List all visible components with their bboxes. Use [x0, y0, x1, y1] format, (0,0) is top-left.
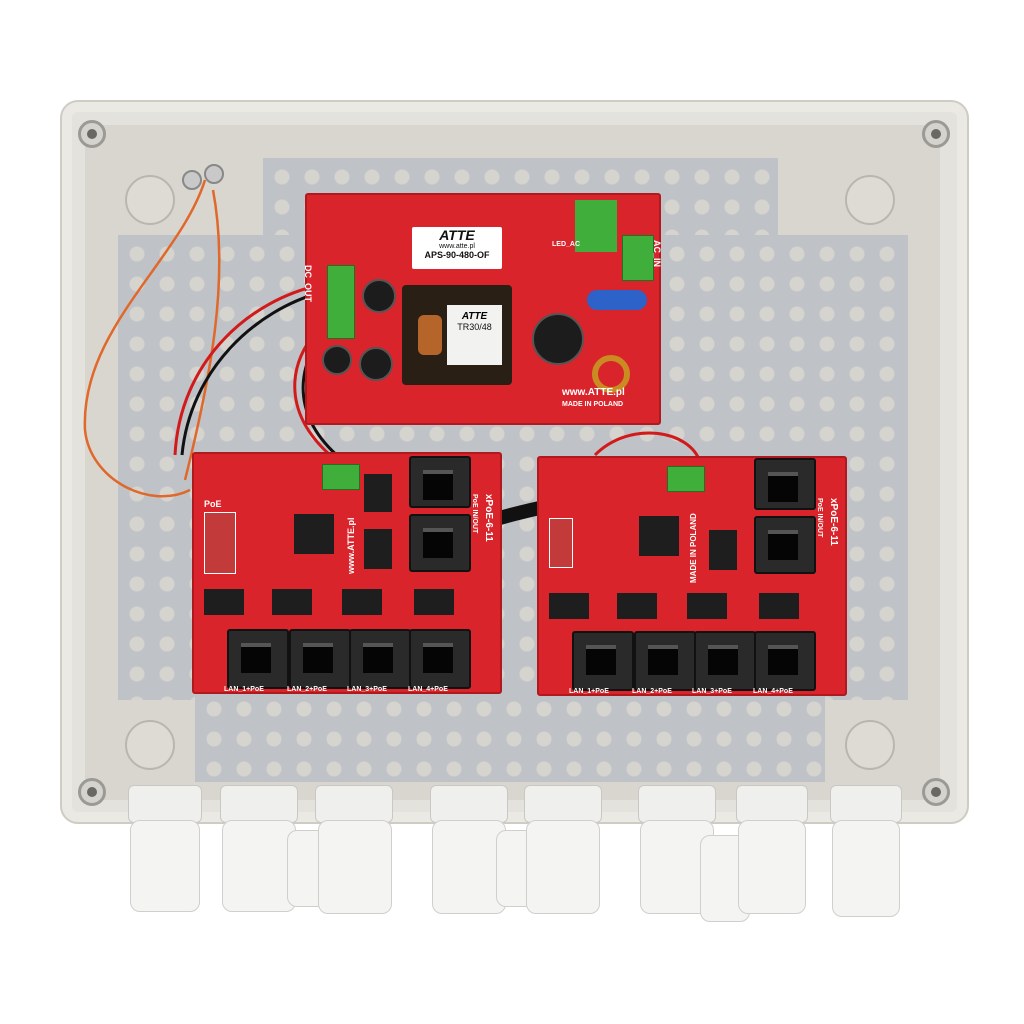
poe-module [617, 593, 657, 619]
switch-website-left: www.ATTE.pl [346, 517, 356, 575]
lan-port-1[interactable] [227, 629, 289, 689]
magnetics [709, 530, 737, 570]
psu-label: ATTE www.atte.pl APS-90-480-OF [412, 227, 502, 269]
poe-module [204, 589, 244, 615]
dc-out-label: DC_OUT [303, 265, 313, 303]
cable-gland [222, 820, 296, 912]
cable-gland [220, 785, 298, 823]
mounting-boss [125, 720, 175, 770]
screw-icon [922, 778, 950, 806]
dip-switch[interactable] [549, 518, 573, 568]
lan-label-3: LAN_3+PoE [347, 686, 387, 693]
psu-board: ATTE www.atte.pl APS-90-480-OF DC_OUT AC… [303, 193, 662, 425]
cable-glands [0, 780, 1024, 930]
lan-label-2: LAN_2+PoE [287, 686, 327, 693]
dc-out-terminal[interactable] [327, 265, 355, 339]
poe-switch-right: xPoE-6-11 PoE IN/OUT MADE IN POLAND LAN_… [537, 456, 847, 696]
poe-out-port[interactable] [409, 514, 471, 572]
poe-out-port[interactable] [754, 516, 816, 574]
cable-gland [526, 820, 600, 914]
dip-label: PoE [204, 499, 222, 509]
cable-gland [524, 785, 602, 823]
switch-name-right: xPoE-6-11 [828, 498, 839, 546]
cable-gland [830, 785, 902, 823]
capacitor [532, 313, 584, 365]
mounting-boss [845, 175, 895, 225]
psu-brand: ATTE [439, 227, 475, 243]
lan-label-2: LAN_2+PoE [632, 688, 672, 695]
transformer-model: TR30/48 [457, 322, 492, 332]
poe-module [414, 589, 454, 615]
switch-chip [294, 514, 334, 554]
poe-in-out-label-right: PoE IN/OUT [816, 498, 823, 538]
poe-in-port[interactable] [754, 458, 816, 510]
ac-in-label: AC_IN [652, 240, 662, 268]
led-ac-label: LED_AC [552, 241, 581, 248]
cable-gland [430, 785, 508, 823]
screw-icon [78, 778, 106, 806]
magnetics [364, 529, 392, 569]
lan-port-2[interactable] [289, 629, 351, 689]
poe-module [687, 593, 727, 619]
mounting-boss [845, 720, 895, 770]
cable-gland [318, 820, 392, 914]
capacitor [322, 345, 352, 375]
lan-port-2[interactable] [634, 631, 696, 691]
lan-port-3[interactable] [349, 629, 411, 689]
psu-made-in: MADE IN POLAND [562, 401, 624, 408]
screw-icon [922, 120, 950, 148]
power-terminal[interactable] [322, 464, 360, 490]
psu-website-small: www.atte.pl [439, 243, 475, 250]
switch-name-left: xPoE-6-11 [483, 494, 494, 542]
mounting-plate-bottom [195, 690, 825, 782]
magnetics [364, 474, 392, 512]
cable-gland [432, 820, 506, 914]
cable-gland [130, 820, 200, 912]
capacitor [359, 347, 393, 381]
copper-coil [418, 315, 442, 355]
dip-switch[interactable] [204, 512, 236, 574]
lan-port-4[interactable] [754, 631, 816, 691]
poe-module [342, 589, 382, 615]
lan-label-3: LAN_3+PoE [692, 688, 732, 695]
lan-label-1: LAN_1+PoE [224, 686, 264, 693]
poe-module [759, 593, 799, 619]
transformer-brand: ATTE [461, 311, 488, 322]
cable-gland [738, 820, 806, 914]
cable-gland [315, 785, 393, 823]
cable-gland [638, 785, 716, 823]
lan-label-4: LAN_4+PoE [753, 688, 793, 695]
transformer: ATTE TR30/48 [402, 285, 512, 385]
lan-port-3[interactable] [694, 631, 756, 691]
poe-in-port[interactable] [409, 456, 471, 508]
poe-switch-left: xPoE-6-11 PoE IN/OUT PoE www.ATTE.pl LAN… [192, 452, 502, 694]
cable-gland [832, 820, 900, 917]
ground-lug-icon [182, 170, 202, 190]
lan-label-1: LAN_1+PoE [569, 688, 609, 695]
poe-module [272, 589, 312, 615]
fuse-holder [575, 200, 617, 252]
switch-chip [639, 516, 679, 556]
mounting-boss [125, 175, 175, 225]
varistor [587, 290, 647, 310]
cable-gland [128, 785, 202, 823]
cable-gland [736, 785, 808, 823]
poe-in-out-label-left: PoE IN/OUT [471, 494, 478, 534]
ac-in-terminal[interactable] [622, 235, 654, 281]
poe-module [549, 593, 589, 619]
switch-made-in-right: MADE IN POLAND [689, 513, 698, 583]
capacitor [362, 279, 396, 313]
transformer-label: ATTE TR30/48 [447, 305, 502, 365]
lan-port-4[interactable] [409, 629, 471, 689]
ground-lug-icon [204, 164, 224, 184]
lan-label-4: LAN_4+PoE [408, 686, 448, 693]
screw-icon [78, 120, 106, 148]
power-terminal[interactable] [667, 466, 705, 492]
psu-model: APS-90-480-OF [424, 250, 490, 260]
lan-port-1[interactable] [572, 631, 634, 691]
psu-website: www.ATTE.pl [562, 387, 625, 398]
toroid-inductor [592, 355, 630, 393]
